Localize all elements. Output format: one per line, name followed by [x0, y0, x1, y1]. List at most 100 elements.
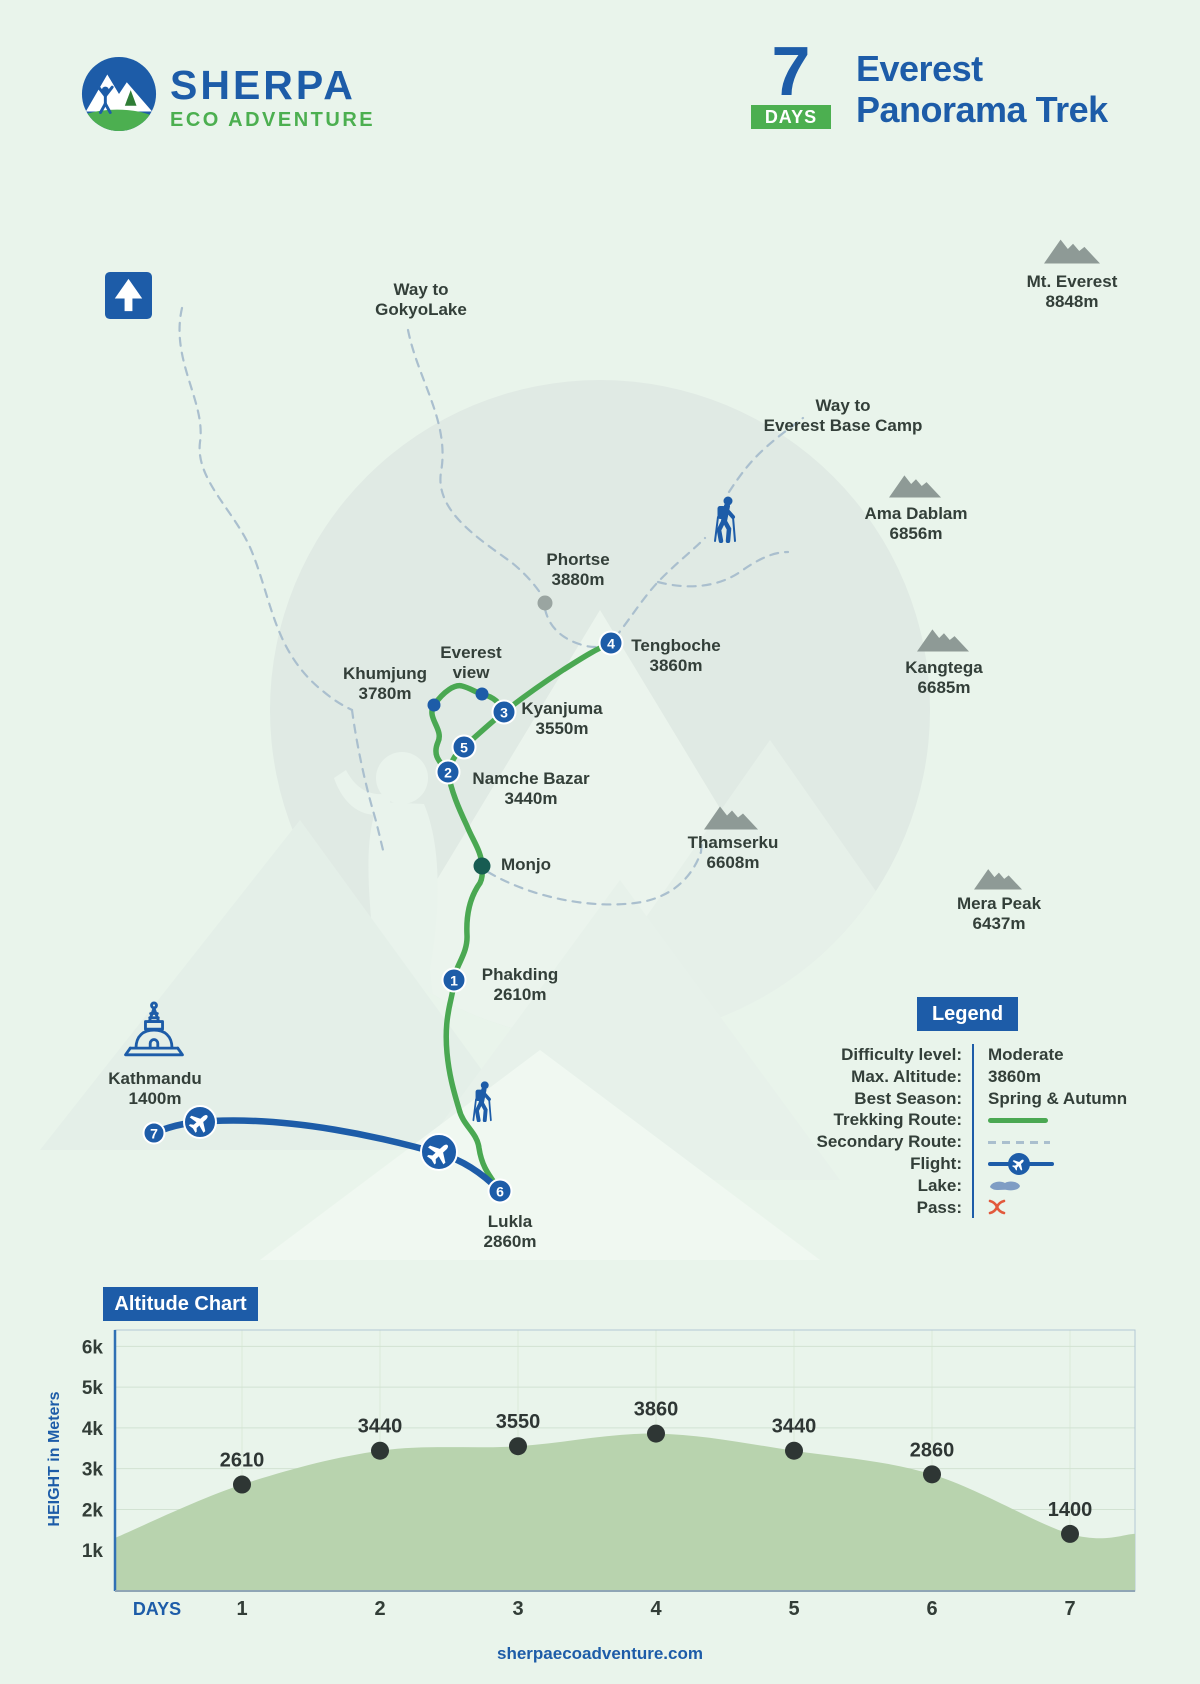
hiker-icon [468, 1080, 498, 1123]
legend-label: Difficulty level: [841, 1045, 962, 1064]
note-gokyo-line2: GokyoLake [375, 300, 467, 319]
note-gokyo-line1: Way to [393, 280, 449, 299]
mountain-icon [889, 472, 941, 498]
legend-flight-symbol [972, 1152, 1150, 1175]
svg-text:2860: 2860 [910, 1439, 955, 1461]
mountain-icon [974, 866, 1022, 890]
svg-text:4: 4 [650, 1598, 662, 1620]
svg-text:1k: 1k [82, 1541, 104, 1562]
note-ebc-line2: Everest Base Camp [763, 416, 923, 435]
mountain-label-ama-dablam: Ama Dablam 6856m [864, 504, 968, 543]
legend-value: Moderate [972, 1044, 1150, 1066]
legend-label: Lake: [917, 1175, 962, 1195]
stop-label-kyanjuma: Kyanjuma 3550m [521, 699, 603, 738]
svg-text:2k: 2k [82, 1500, 104, 1521]
svg-text:4k: 4k [82, 1419, 104, 1440]
duration-number: 7 [771, 32, 811, 110]
stop-marker-4: 4 [598, 630, 624, 656]
svg-text:3860: 3860 [634, 1399, 679, 1421]
mountain-label-thamserku: Thamserku 6608m [687, 833, 779, 872]
stop-marker-5: 5 [451, 734, 477, 760]
mountain-icon [704, 803, 758, 830]
stop-marker-3: 3 [491, 699, 517, 725]
chart-title: Altitude Chart [103, 1287, 258, 1321]
svg-text:3: 3 [512, 1598, 523, 1620]
svg-text:3440: 3440 [358, 1416, 403, 1438]
plane-icon [183, 1105, 217, 1139]
legend-label: Best Season: [854, 1088, 962, 1108]
stop-marker-6: 6 [487, 1178, 513, 1204]
legend-value: 3860m [972, 1065, 1150, 1088]
mountain-label-everest: Mt. Everest 8848m [1026, 272, 1118, 311]
mountain-icon [917, 626, 969, 652]
trek-title-line2: Panorama Trek [856, 89, 1108, 130]
note-ebc-line1: Way to [815, 396, 871, 415]
stop-label-tengboche: Tengboche 3860m [631, 636, 721, 675]
svg-text:1: 1 [236, 1598, 247, 1620]
legend-label: Pass: [916, 1197, 962, 1217]
map-art [40, 306, 930, 1260]
svg-text:6: 6 [926, 1598, 937, 1620]
svg-text:6k: 6k [82, 1337, 104, 1358]
svg-text:1400: 1400 [1048, 1499, 1093, 1521]
legend-title: Legend [917, 997, 1018, 1031]
svg-text:5k: 5k [82, 1378, 104, 1399]
header: SHERPA ECO ADVENTURE 7 DAYS Everest Pano… [0, 0, 1200, 180]
hiker-icon [709, 495, 743, 544]
place-label-phortse: Phortse 3880m [546, 550, 610, 589]
legend-trek-route-symbol [972, 1109, 1150, 1132]
stop-label-phakding: Phakding 2610m [481, 965, 559, 1004]
legend-lake-symbol [972, 1174, 1150, 1197]
stupa-icon [117, 993, 191, 1071]
svg-text:3440: 3440 [772, 1416, 817, 1438]
svg-text:2: 2 [374, 1598, 385, 1620]
brand-name: SHERPA [170, 62, 356, 108]
stop-label-namche: Namche Bazar 3440m [472, 769, 590, 808]
trek-map: Way to GokyoLake Way to Everest Base Cam… [0, 180, 1200, 1270]
legend-label: Flight: [910, 1153, 962, 1173]
mountain-label-kangtega: Kangtega 6685m [905, 658, 983, 697]
legend-secondary-route-symbol [972, 1131, 1150, 1153]
place-label-monjo: Monjo [500, 855, 552, 874]
svg-text:3k: 3k [82, 1460, 104, 1481]
svg-text:DAYS: DAYS [133, 1599, 181, 1619]
place-label-khumjung: Khumjung 3780m [342, 664, 428, 703]
svg-text:5: 5 [788, 1598, 799, 1620]
legend-label: Trekking Route: [833, 1110, 962, 1130]
secondary-route-paths [178, 306, 805, 906]
phortse-dot [537, 595, 553, 611]
svg-text:7: 7 [1064, 1598, 1075, 1620]
stop-label-kathmandu: Kathmandu 1400m [108, 1069, 202, 1108]
stop-label-lukla: Lukla 2860m [483, 1212, 537, 1251]
brand-logo: SHERPA ECO ADVENTURE [170, 64, 375, 131]
brand-subtitle: ECO ADVENTURE [170, 109, 376, 131]
mountain-icon [1044, 236, 1100, 264]
svg-text:3550: 3550 [496, 1411, 541, 1433]
place-label-everest-view: Everest view [440, 643, 502, 682]
brand-emblem-svg [81, 56, 157, 132]
note-way-to-ebc: Way to Everest Base Camp [764, 396, 923, 436]
footer: sherpaecoadventure.com [0, 1644, 1200, 1664]
stop-marker-7: 7 [142, 1121, 166, 1145]
trek-title: Everest Panorama Trek [856, 48, 1108, 130]
legend-value: Spring & Autumn [972, 1087, 1150, 1110]
stop-marker-1: 1 [441, 967, 467, 993]
legend-label: Secondary Route: [816, 1132, 962, 1152]
legend-pass-symbol [972, 1196, 1150, 1219]
duration-unit-badge: DAYS [751, 105, 831, 129]
monjo-dot [473, 857, 491, 875]
stop-marker-2: 2 [435, 759, 461, 785]
mountain-label-mera-peak: Mera Peak 6437m [956, 894, 1042, 933]
legend: Difficulty level: Moderate Max. Altitude… [770, 1044, 1150, 1219]
website-link[interactable]: sherpaecoadventure.com [497, 1644, 703, 1663]
note-way-to-gokyo: Way to GokyoLake [375, 280, 467, 320]
plane-icon [420, 1133, 458, 1171]
brand-emblem-icon [80, 55, 158, 133]
map-watermark [40, 380, 930, 1260]
khumjung-dot [427, 698, 441, 712]
trek-title-line1: Everest [856, 48, 983, 89]
legend-label: Max. Altitude: [851, 1066, 962, 1086]
